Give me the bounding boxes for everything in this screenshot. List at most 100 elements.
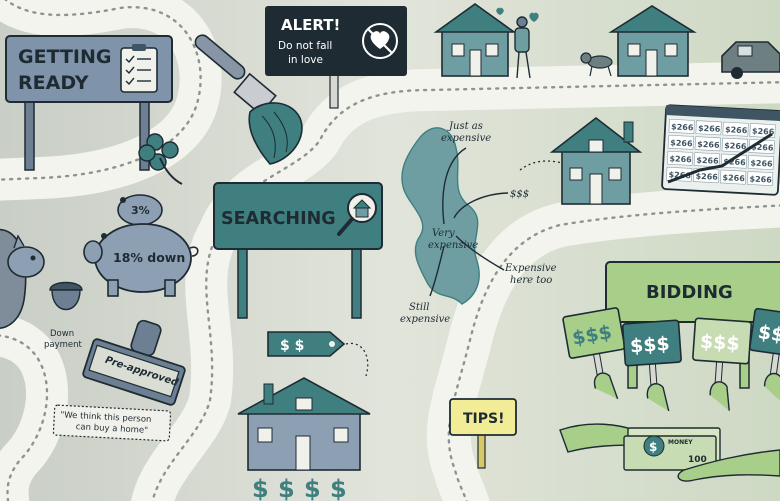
cash-value: 100: [688, 455, 707, 465]
alert-line-2: in love: [288, 54, 323, 66]
market-here-too-line-1: Expensive: [504, 263, 557, 274]
getting-ready-sign: GETTING READY: [5, 35, 173, 171]
down-payment-line-2: payment: [44, 340, 83, 350]
searching-sign: SEARCHING: [213, 182, 383, 319]
checklist-icon: [120, 44, 158, 93]
magnifier-house-icon: [337, 193, 377, 236]
cash-label: MONEY: [668, 439, 693, 446]
calendar-cell-value: $266: [697, 140, 720, 150]
down-payment-line-1: Down: [50, 329, 74, 339]
heart-icon: [529, 12, 539, 22]
alert-title: ALERT!: [281, 16, 340, 34]
bid-paddle: $$$: [749, 307, 780, 404]
no-heart-icon: [362, 23, 398, 59]
clover-icon: [138, 133, 183, 185]
piggy-bank-small: 3%: [117, 194, 163, 226]
price-tag: $ $: [267, 331, 369, 377]
quote-line-2: can buy a home": [75, 422, 148, 436]
dollar-signs-row: $ $ $ $: [252, 475, 347, 501]
pig-large-percent: 18% down: [113, 250, 185, 265]
bid-paddle: $$$: [692, 317, 753, 411]
quote-line-1: "We think this person: [60, 410, 152, 425]
car-icon: [721, 41, 780, 79]
getting-ready-line-2: READY: [18, 72, 89, 94]
calendar-cell: [666, 150, 694, 166]
squirrel-icon: [0, 228, 45, 329]
calendar-cell: [746, 171, 774, 186]
bid-paddle-label: $$$: [629, 333, 670, 358]
calendar-cell-value: $266: [750, 159, 773, 169]
market-dollars: $$$: [510, 189, 529, 200]
house-bottom: [237, 377, 371, 471]
calendar-cell-value: $266: [669, 154, 692, 164]
calendar-cell-value: $266: [668, 170, 691, 180]
dotted-connector: [519, 160, 581, 171]
svg-text:$: $: [649, 440, 657, 454]
alert-sign: ALERT! Do not fall in love: [265, 6, 407, 109]
searching-label: SEARCHING: [221, 209, 336, 229]
svg-text:$: $: [304, 475, 321, 501]
calendar-cell-value: $266: [695, 172, 718, 182]
bid-paddles: $$$$$$$$$$$$: [562, 307, 780, 412]
raised-hand: [709, 381, 730, 411]
market-just-as-line-2: expensive: [441, 133, 491, 144]
calendar-cell-value: $266: [749, 174, 772, 184]
alert-line-1: Do not fall: [278, 40, 332, 52]
market-just-as-line-1: Just as: [447, 121, 483, 132]
calendar-cell-value: $266: [724, 141, 747, 151]
paint-brush-icon: [194, 34, 303, 165]
market-very-line-1: Very: [432, 228, 455, 239]
market-still-line-1: Still: [409, 302, 429, 313]
svg-text:$: $: [252, 475, 269, 501]
house-middle: [549, 116, 643, 205]
bid-paddle-label: $$$: [757, 321, 780, 348]
tips-label: TIPS!: [463, 411, 505, 427]
cash-handoff: $ MONEY 100: [559, 423, 780, 482]
raised-hand: [646, 383, 670, 412]
calendar-cell-value: $266: [751, 143, 774, 153]
calendar-cell-value: $266: [670, 138, 693, 148]
dog-icon: [580, 52, 613, 77]
tips-sign: TIPS!: [449, 398, 517, 469]
calendar-cell: [668, 118, 695, 134]
calendar-cell-value: $266: [752, 127, 775, 137]
calendar-cell: [721, 137, 748, 153]
calendar-cell: [667, 134, 694, 150]
calendar-cell: [722, 121, 749, 137]
calendar-cell-value: $266: [722, 173, 745, 183]
calendar-cell: [720, 153, 748, 169]
house-with-heart: [433, 3, 539, 79]
acorn-icon: [49, 281, 83, 310]
calendar-cell: [694, 136, 721, 152]
price-calendar: $266$266$266$266$266$266$266$266$266$266…: [661, 104, 780, 196]
piggy-bank-large: 18% down: [83, 223, 199, 297]
hand-right: [677, 449, 780, 482]
price-tag-label: $ $: [280, 338, 304, 354]
svg-text:$: $: [330, 475, 347, 501]
calendar-cell-value: $266: [723, 157, 746, 167]
calendar-cell: [695, 120, 722, 136]
bid-paddle-label: $$$: [699, 330, 740, 355]
house-with-dog: [580, 5, 697, 77]
bidding-label: BIDDING: [646, 282, 733, 303]
bid-paddle: $$$: [562, 307, 626, 400]
calendar-cell-value: $266: [696, 156, 719, 166]
calendar-cell: [666, 166, 693, 182]
market-here-too-line-2: here too: [510, 275, 552, 286]
calendar-cell-value: $266: [698, 124, 721, 134]
bid-paddle: $$$: [621, 319, 682, 412]
raised-hand: [593, 372, 619, 400]
region-map: [401, 127, 509, 305]
market-still-line-2: expensive: [400, 314, 450, 325]
getting-ready-line-1: GETTING: [18, 46, 112, 68]
svg-text:$: $: [278, 475, 295, 501]
calendar-cell: [747, 155, 775, 171]
quote-note: "We think this person can buy a home": [52, 404, 172, 442]
person-hugging-house: [514, 16, 531, 79]
calendar-cell: [719, 169, 747, 185]
calendar-cell: [693, 152, 721, 168]
pig-small-percent: 3%: [131, 204, 150, 217]
raised-hand: [763, 372, 780, 404]
calendar-cell-value: $266: [671, 122, 694, 132]
